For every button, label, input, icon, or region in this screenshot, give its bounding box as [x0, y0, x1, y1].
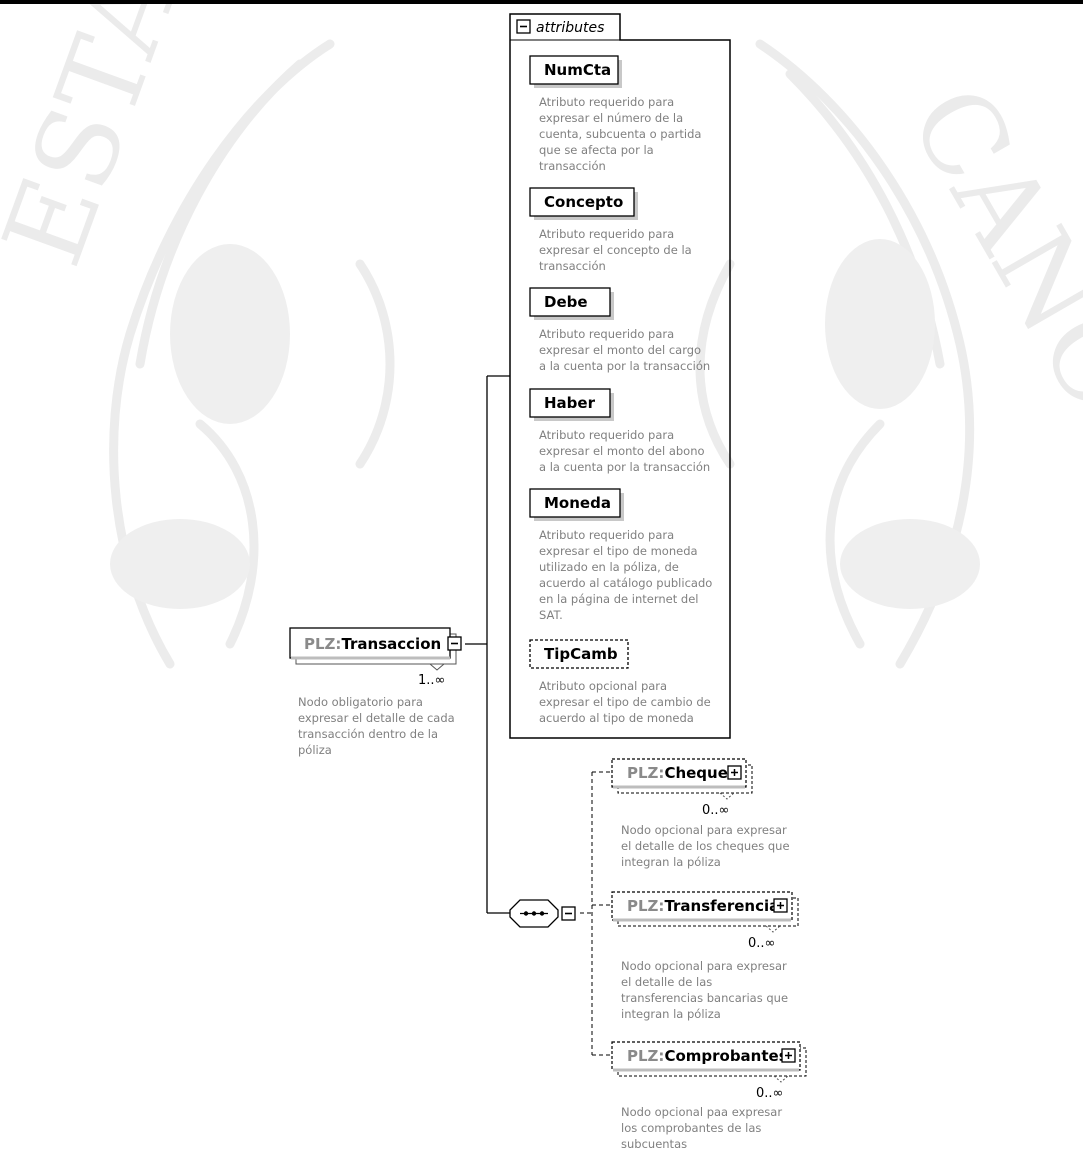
element-name: Transferencia: [664, 897, 779, 915]
svg-text:PLZ:Transaccion: PLZ:Transaccion: [304, 635, 441, 653]
attribute-name: NumCta: [544, 61, 611, 79]
element-prefix: PLZ:: [627, 1047, 664, 1065]
attribute-description: expresar el número de la: [539, 111, 683, 125]
element-cheque[interactable]: PLZ:Cheque: [611, 758, 753, 800]
element-description: Nodo opcional para expresar: [621, 823, 787, 837]
attributes-title: attributes: [536, 20, 604, 36]
svg-text:PLZ:Comprobantes: PLZ:Comprobantes: [627, 1047, 788, 1065]
attribute-description: transacción: [539, 159, 606, 173]
connector-lines: [465, 375, 510, 914]
element-name: Cheque: [664, 764, 727, 782]
attribute-description: Atributo requerido para: [539, 428, 674, 442]
attribute-description: cuenta, subcuenta o partida: [539, 127, 701, 141]
element-prefix: PLZ:: [304, 635, 341, 653]
attribute-name: Haber: [544, 394, 596, 412]
element-description: el detalle de los cheques que: [621, 839, 790, 853]
attribute-description: SAT.: [539, 608, 563, 622]
element-name: Transaccion: [341, 635, 441, 653]
attribute-description: Atributo opcional para: [539, 679, 667, 693]
attribute-description: Atributo requerido para: [539, 327, 674, 341]
attribute-moneda[interactable]: Moneda: [529, 488, 624, 521]
attribute-haber[interactable]: Haber: [529, 388, 614, 421]
top-border: [0, 0, 1083, 4]
attribute-tipcamb[interactable]: TipCamb: [529, 639, 629, 669]
transaccion-description: transacción dentro de la: [298, 727, 438, 741]
attribute-description: transacción: [539, 259, 606, 273]
element-comprobantes[interactable]: PLZ:Comprobantes: [611, 1041, 807, 1083]
element-cardinality: 0..∞: [748, 936, 775, 951]
element-cardinality: 0..∞: [702, 803, 729, 818]
element-description: Nodo opcional paa expresar: [621, 1105, 782, 1119]
element-description: el detalle de las: [621, 975, 712, 989]
attribute-name: Moneda: [544, 494, 611, 512]
expand-icon[interactable]: [727, 765, 742, 780]
attribute-description: acuerdo al tipo de moneda: [539, 711, 694, 725]
svg-text:PLZ:Transferencia: PLZ:Transferencia: [627, 897, 779, 915]
svg-text:PLZ:Cheque: PLZ:Cheque: [627, 764, 728, 782]
expand-icon[interactable]: [781, 1048, 796, 1063]
element-prefix: PLZ:: [627, 897, 664, 915]
attribute-description: expresar el monto del cargo: [539, 343, 701, 357]
element-prefix: PLZ:: [627, 764, 664, 782]
attribute-description: Atributo requerido para: [539, 227, 674, 241]
element-description: subcuentas: [621, 1137, 687, 1151]
attribute-name: TipCamb: [544, 645, 618, 663]
attribute-name: Concepto: [544, 193, 623, 211]
attribute-description: a la cuenta por la transacción: [539, 359, 710, 373]
attribute-numcta[interactable]: NumCta: [529, 55, 622, 88]
element-description: integran la póliza: [621, 855, 721, 869]
sequence-branch-lines: [580, 771, 612, 1056]
attribute-name: Debe: [544, 293, 588, 311]
transaccion-description: póliza: [298, 743, 332, 757]
element-description: los comprobantes de las: [621, 1121, 761, 1135]
element-transferencia[interactable]: PLZ:Transferencia: [611, 891, 799, 933]
expand-icon[interactable]: [773, 898, 788, 913]
attribute-description: en la página de internet del: [539, 592, 698, 606]
collapse-icon[interactable]: [561, 906, 576, 921]
attribute-concepto[interactable]: Concepto: [529, 187, 638, 220]
element-name: Comprobantes: [664, 1047, 787, 1065]
element-description: transferencias bancarias que: [621, 991, 788, 1005]
attribute-description: Atributo requerido para: [539, 528, 674, 542]
attribute-description: expresar el monto del abono: [539, 444, 705, 458]
collapse-icon[interactable]: [516, 19, 531, 34]
attribute-description: acuerdo al catálogo publicado: [539, 576, 712, 590]
transaccion-description: expresar el detalle de cada: [298, 711, 455, 725]
attributes-frame: [509, 13, 731, 739]
transaccion-element[interactable]: PLZ:Transaccion: [289, 627, 462, 671]
attribute-description: expresar el concepto de la: [539, 243, 692, 257]
sequence-compositor[interactable]: [509, 899, 576, 928]
attribute-description: utilizado en la póliza, de: [539, 560, 679, 574]
attribute-description: expresar el tipo de moneda: [539, 544, 698, 558]
attribute-description: a la cuenta por la transacción: [539, 460, 710, 474]
transaccion-description: Nodo obligatorio para: [298, 695, 423, 709]
collapse-icon[interactable]: [447, 636, 462, 651]
element-description: integran la póliza: [621, 1007, 721, 1021]
attribute-description: Atributo requerido para: [539, 95, 674, 109]
attribute-description: que se afecta por la: [539, 143, 654, 157]
attribute-debe[interactable]: Debe: [529, 287, 614, 320]
transaccion-cardinality: 1..∞: [418, 673, 445, 688]
national-seal-watermark: ESTAD CANOS: [0, 4, 1083, 669]
element-description: Nodo opcional para expresar: [621, 959, 787, 973]
attribute-description: expresar el tipo de cambio de: [539, 695, 711, 709]
element-cardinality: 0..∞: [756, 1086, 783, 1101]
